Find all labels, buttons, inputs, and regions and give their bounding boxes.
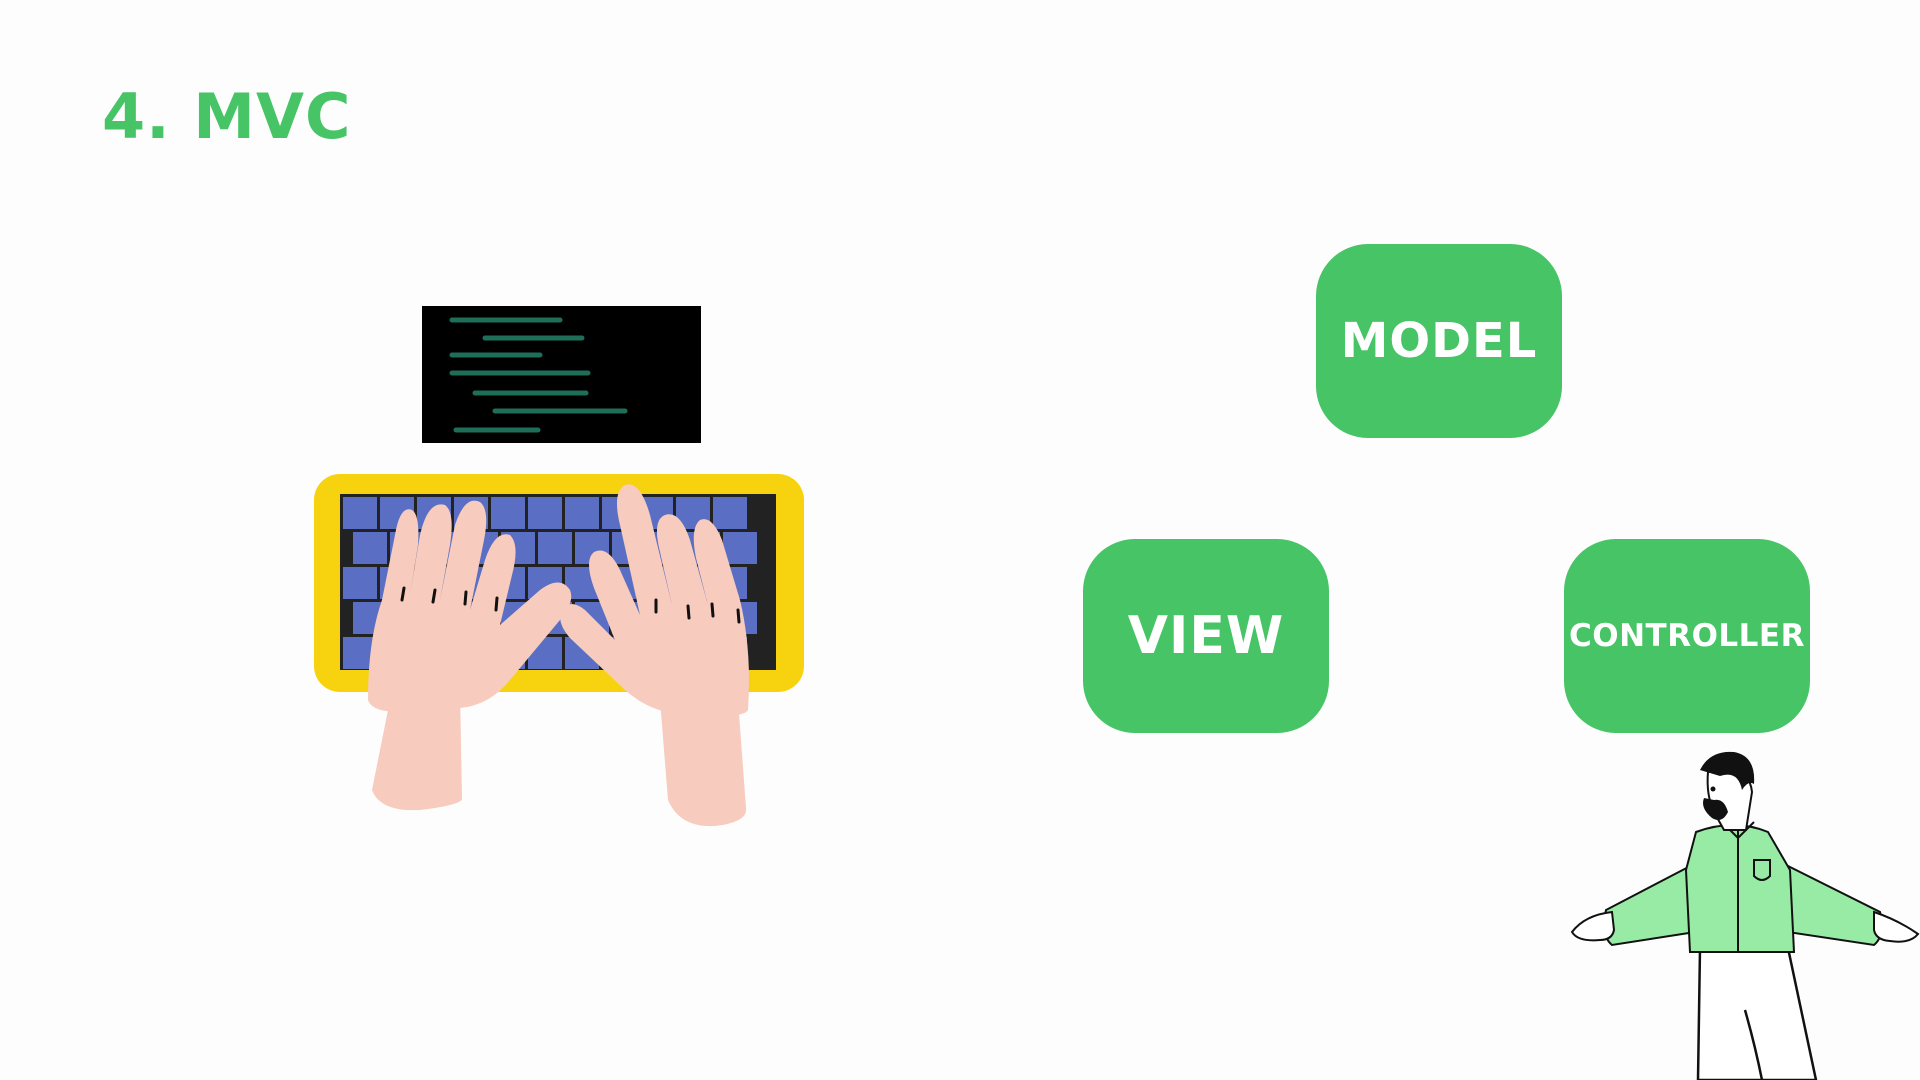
slide-title: 4. MVC bbox=[102, 80, 352, 153]
keyboard-key bbox=[713, 497, 747, 529]
model-node-label: MODEL bbox=[1340, 313, 1538, 369]
keyboard-key bbox=[565, 497, 599, 529]
presenter-arms bbox=[1570, 860, 1920, 947]
presenter-torso bbox=[1684, 821, 1796, 953]
keyboard-key bbox=[353, 532, 387, 564]
keyboard-key bbox=[343, 497, 377, 529]
keyboard-key bbox=[491, 497, 525, 529]
view-node-label: VIEW bbox=[1127, 606, 1285, 666]
controller-node: CONTROLLER bbox=[1564, 539, 1810, 733]
keyboard-key bbox=[723, 532, 757, 564]
controller-node-label: CONTROLLER bbox=[1569, 618, 1805, 654]
keyboard-key bbox=[528, 497, 562, 529]
model-node: MODEL bbox=[1316, 244, 1562, 438]
presenter-head bbox=[1700, 751, 1755, 831]
keyboard-key bbox=[343, 567, 377, 599]
view-node: VIEW bbox=[1083, 539, 1329, 733]
left-hand bbox=[368, 500, 572, 811]
code-screen bbox=[422, 306, 701, 443]
presenter-legs bbox=[1696, 946, 1818, 1080]
keyboard-key bbox=[538, 532, 572, 564]
